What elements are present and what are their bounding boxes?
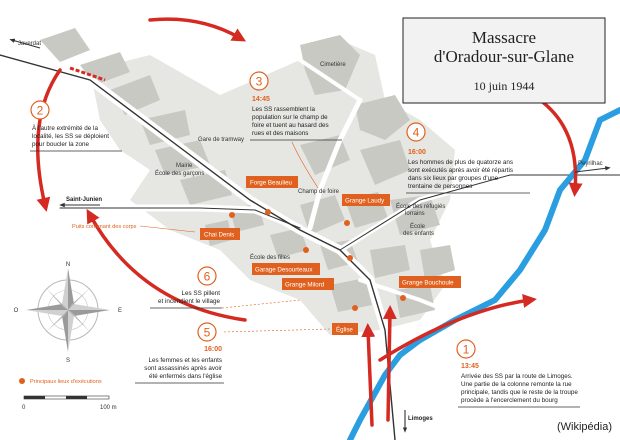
svg-text:3: 3 (256, 75, 263, 89)
svg-text:Une partie de la colonne remon: Une partie de la colonne remonte la rue (461, 381, 572, 388)
svg-text:Forge Beaulieu: Forge Beaulieu (250, 180, 293, 187)
svg-text:foire et tuent au hasard des: foire et tuent au hasard des (252, 122, 329, 129)
execution-site-chai-denis: Chai Denis (200, 228, 240, 240)
svg-text:0: 0 (22, 405, 26, 411)
svg-text:14:45: 14:45 (252, 96, 270, 103)
svg-text:Église: Église (336, 327, 353, 334)
compass-rose (26, 268, 110, 352)
step-5: 5 16:00 Les femmes et les enfants sont a… (135, 322, 331, 384)
svg-text:Principaux lieux d'exécutions: Principaux lieux d'exécutions (30, 379, 102, 385)
svg-text:À l'autre extrémité de la: À l'autre extrémité de la (32, 123, 98, 132)
svg-text:Arrivée des SS par la route de: Arrivée des SS par la route de Limoges. (461, 373, 573, 380)
compass-e: E (118, 308, 122, 314)
title-line2: d'Oradour-sur-Glane (434, 47, 574, 66)
step-6: 6 Les SS pillent et incendient le villag… (150, 266, 301, 309)
svg-text:principale, tandis que le rest: principale, tandis que le reste de la tr… (461, 389, 578, 396)
svg-text:trentaine de personnes: trentaine de personnes (408, 183, 472, 190)
place-ecole-filles: École des filles (250, 254, 290, 261)
execution-site-grange-bouchoule: Grange Bouchoule (399, 276, 461, 288)
svg-text:rues et des maisons: rues et des maisons (252, 130, 308, 137)
place-ecole-refugies-1: École des réfugiés (396, 203, 445, 210)
direction-arrows (9, 38, 611, 433)
svg-text:sont exécutés après avoir été: sont exécutés après avoir été répartis (408, 167, 513, 174)
svg-text:100 m: 100 m (100, 405, 117, 411)
execution-site-grange-laudy: Grange Laudy (342, 194, 390, 206)
svg-text:16:00: 16:00 (204, 346, 222, 353)
building-blocks (40, 28, 455, 318)
puits-leader-line (139, 225, 196, 233)
title-date: 10 juin 1944 (474, 79, 535, 93)
river-label: La Glane (461, 318, 486, 333)
svg-text:Grange Bouchoule: Grange Bouchoule (402, 280, 454, 287)
credit-wikipedia: (Wikipédia) (557, 421, 612, 433)
execution-site-garage-desourteaux: Garage Desourteaux (252, 263, 320, 275)
svg-text:Les hommes de plus de quatorze: Les hommes de plus de quatorze ans (408, 159, 513, 166)
svg-text:1: 1 (463, 343, 470, 357)
svg-text:Les SS pillent: Les SS pillent (181, 290, 220, 297)
place-ecole-enfants-1: École (410, 223, 426, 230)
step-3: 3 14:45 Les SS rassemblent la population… (249, 71, 342, 189)
svg-text:Grange Milord: Grange Milord (285, 282, 325, 289)
svg-text:procède à l'encerclement du bo: procède à l'encerclement du bourg (461, 397, 558, 404)
place-puits: Puits contenant des corps (72, 224, 137, 230)
svg-text:Grange Laudy: Grange Laudy (345, 198, 385, 205)
svg-text:localité, les SS se déploient: localité, les SS se déploient (32, 133, 109, 140)
svg-text:été enfermés dans l'église: été enfermés dans l'église (149, 373, 222, 380)
svg-text:et incendient le village: et incendient le village (158, 298, 220, 305)
svg-text:dans six lieux par groupes d'u: dans six lieux par groupes d'une (408, 175, 499, 182)
place-ecole-garcons: École des garçons (155, 170, 204, 177)
place-javerdat: Javerdat (18, 41, 41, 47)
tram-line-marker (69, 66, 106, 82)
execution-markers (229, 209, 406, 311)
svg-text:16:00: 16:00 (408, 149, 426, 156)
svg-text:Les femmes et les enfants: Les femmes et les enfants (149, 357, 223, 364)
place-ecole-enfants-2: des enfants (403, 231, 434, 237)
step-1: 1 13:45 Arrivée des SS par la route de L… (456, 339, 580, 408)
place-peyrilhac: Peyrilhac (578, 161, 603, 167)
compass-o: O (14, 308, 19, 314)
road-outlines (0, 54, 620, 440)
svg-text:5: 5 (204, 326, 211, 340)
legend: Principaux lieux d'exécutions (19, 378, 102, 385)
svg-text:Garage Desourteaux: Garage Desourteaux (255, 267, 313, 274)
step-2: 2 À l'autre extrémité de la localité, le… (30, 100, 122, 152)
execution-site-grange-milord: Grange Milord (282, 278, 334, 290)
place-gare: Gare de tramway (198, 137, 244, 143)
place-champ-foire: Champ de foire (298, 189, 340, 195)
title-line1: Massacre (472, 28, 536, 47)
step-4: 4 16:00 Les hommes de plus de quatorze a… (406, 122, 530, 194)
place-ecole-refugies-2: lorrains (405, 211, 425, 217)
execution-legend-icon (19, 378, 25, 384)
compass-s: S (66, 358, 70, 364)
execution-site-eglise: Église (332, 323, 358, 335)
svg-text:2: 2 (37, 104, 44, 118)
svg-text:13:45: 13:45 (461, 363, 479, 370)
svg-text:population sur le champ de: population sur le champ de (252, 114, 328, 121)
encirclement-arrows (36, 17, 583, 427)
place-cimetiere: Cimetière (320, 62, 346, 68)
svg-text:sont assassinés après avoir: sont assassinés après avoir (144, 365, 222, 372)
svg-text:Chai Denis: Chai Denis (204, 232, 234, 239)
execution-site-forge-beaulieu: Forge Beaulieu (246, 176, 298, 188)
place-saint-junien: Saint-Junien (66, 197, 102, 203)
svg-text:4: 4 (413, 126, 420, 140)
title-box: Massacre d'Oradour-sur-Glane 10 juin 194… (402, 17, 606, 104)
river-glane (347, 107, 620, 440)
place-mairie: Mairie (176, 163, 193, 169)
svg-text:pour boucler la zone: pour boucler la zone (32, 141, 90, 148)
svg-text:Les SS rassemblent la: Les SS rassemblent la (252, 106, 315, 113)
svg-text:6: 6 (204, 270, 211, 284)
place-limoges: Limoges (408, 416, 433, 422)
scale-bar: 0 100 m (22, 395, 117, 411)
compass-n: N (66, 262, 70, 268)
